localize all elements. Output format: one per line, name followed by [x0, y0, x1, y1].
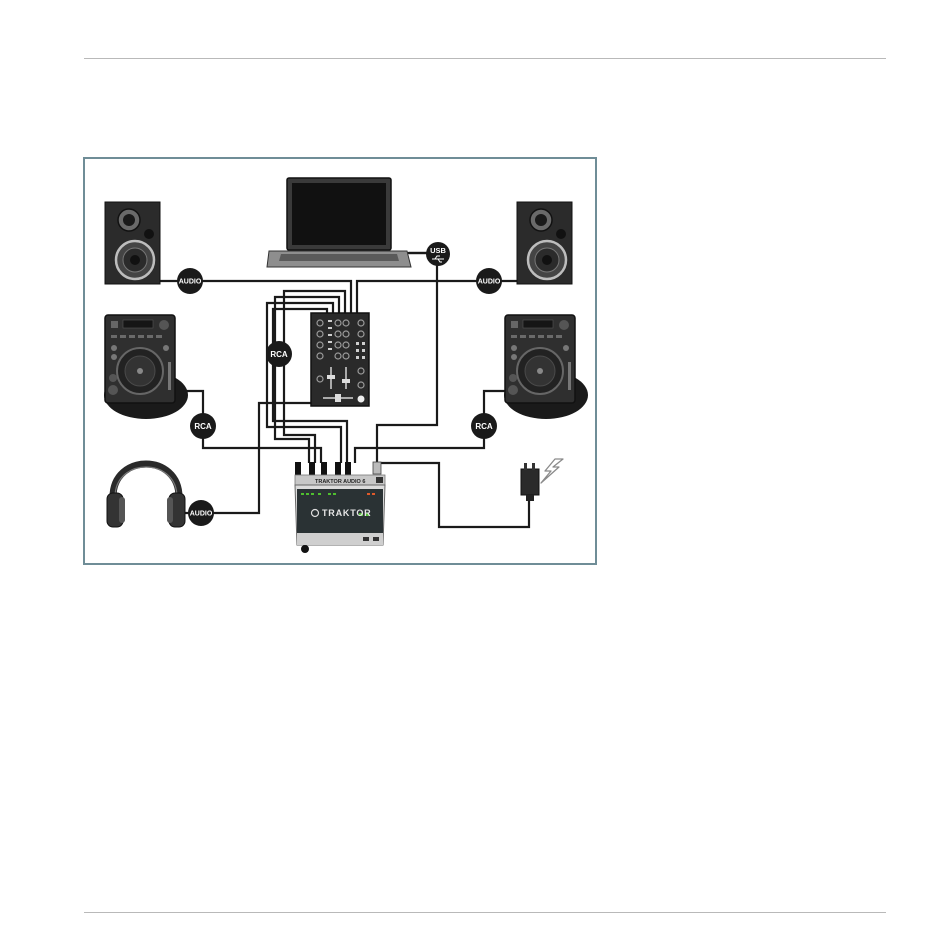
usb-badge: USB [426, 242, 450, 266]
audio-badge-headphones: AUDIO [188, 500, 214, 526]
rca-badge-left-label: RCA [194, 422, 212, 431]
footer-rule [84, 912, 886, 913]
audio-badge-right-label: AUDIO [478, 279, 501, 286]
interface-brand: TRAKTOR [322, 508, 371, 518]
rca-badge-mixer-label: RCA [270, 350, 288, 359]
dj-setup-diagram: TRAKTOR AUDIO 6 TRAKTOR USB [83, 157, 597, 565]
rca-badge-left: RCA [190, 413, 216, 439]
dj-mixer-icon [311, 313, 369, 406]
audio-interface-icon: TRAKTOR AUDIO 6 TRAKTOR [295, 462, 385, 553]
power-adapter-icon [521, 463, 539, 501]
header-rule [84, 58, 886, 59]
usb-badge-label: USB [430, 246, 446, 255]
cdj-turntable-icon [504, 315, 588, 419]
cdj-turntable-icon [104, 315, 188, 419]
rca-badge-mixer: RCA [266, 341, 292, 367]
audio-badge-headphones-label: AUDIO [190, 511, 213, 518]
audio-badge-left: AUDIO [177, 268, 203, 294]
rca-badge-right: RCA [471, 413, 497, 439]
speaker-icon [105, 202, 160, 284]
laptop-icon [267, 178, 411, 267]
rca-badge-right-label: RCA [475, 422, 493, 431]
audio-badge-left-label: AUDIO [179, 279, 202, 286]
audio-badge-right: AUDIO [476, 268, 502, 294]
interface-model-label: TRAKTOR AUDIO 6 [315, 479, 365, 485]
speaker-icon [517, 202, 572, 284]
